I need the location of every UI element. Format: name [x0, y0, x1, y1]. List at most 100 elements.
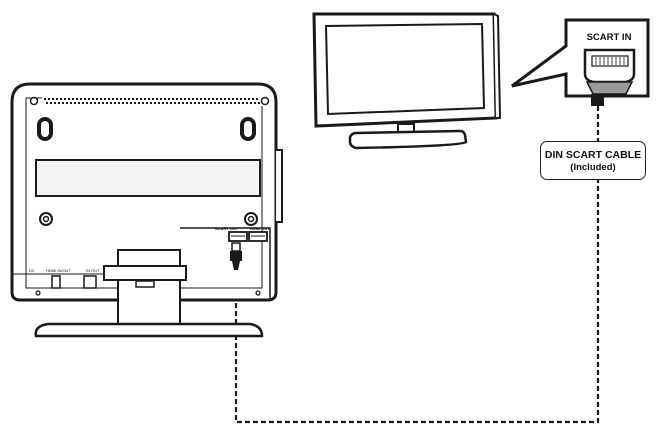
vent-hole	[250, 102, 252, 104]
vent-hole	[122, 102, 124, 104]
vent-hole	[120, 98, 122, 100]
vent-hole	[194, 102, 196, 104]
vent-hole	[48, 98, 50, 100]
vent-hole	[168, 98, 170, 100]
vent-hole	[146, 102, 148, 104]
vent-hole	[162, 102, 164, 104]
vent-hole	[228, 98, 230, 100]
screw-lower-right	[244, 212, 258, 226]
vent-hole	[110, 102, 112, 104]
top-screw-right	[260, 96, 270, 106]
vent-hole	[94, 102, 96, 104]
vent-hole	[244, 98, 246, 100]
vent-hole	[100, 98, 102, 100]
stand-collar	[103, 265, 187, 281]
vent-hole	[202, 102, 204, 104]
vent-hole	[206, 102, 208, 104]
vent-hole	[192, 98, 194, 100]
vent-hole	[82, 102, 84, 104]
vent-hole	[174, 102, 176, 104]
vent-hole	[190, 102, 192, 104]
vent-hole	[80, 98, 82, 100]
vent-hole	[126, 102, 128, 104]
screw-lower-left	[39, 212, 53, 226]
vent-hole	[144, 98, 146, 100]
vent-hole	[70, 102, 72, 104]
scart-pin-marks	[595, 57, 625, 65]
vent-hole	[200, 98, 202, 100]
scart-in-label: SCART IN	[586, 32, 632, 43]
scart-out-plug	[230, 242, 242, 270]
hdmi-port	[83, 275, 97, 289]
vent-hole	[216, 98, 218, 100]
device-side-edge	[276, 149, 283, 223]
vent-hole	[104, 98, 106, 100]
vent-hole	[204, 98, 206, 100]
scart-plug-body	[585, 81, 634, 95]
vent-hole	[92, 98, 94, 100]
vent-hole	[154, 102, 156, 104]
vent-holes	[44, 98, 260, 104]
vent-hole	[66, 102, 68, 104]
vent-hole	[68, 98, 70, 100]
vent-hole	[160, 98, 162, 100]
vent-hole	[232, 98, 234, 100]
hdmi-in-out-port-label: HDMI IN/OUT	[46, 268, 71, 273]
vent-hole	[84, 98, 86, 100]
vent-hole	[46, 102, 48, 104]
vent-hole	[172, 98, 174, 100]
vent-hole	[156, 98, 158, 100]
vent-hole	[72, 98, 74, 100]
vent-hole	[60, 98, 62, 100]
vent-hole	[230, 102, 232, 104]
hdmi-out-port-label: HDMI OUT	[250, 226, 270, 231]
vent-hole	[106, 102, 108, 104]
vent-hole	[158, 102, 160, 104]
vent-hole	[124, 98, 126, 100]
stand-tab	[135, 280, 155, 288]
dc-port-label: DC	[29, 268, 35, 273]
vent-hole	[54, 102, 56, 104]
tv-bezel-side	[493, 13, 502, 119]
top-screw-left	[29, 96, 39, 106]
vent-hole	[58, 102, 60, 104]
tv-screen	[324, 22, 486, 116]
vent-hole	[208, 98, 210, 100]
mount-hole-left	[37, 117, 53, 141]
vent-hole	[112, 98, 114, 100]
vent-hole	[240, 98, 242, 100]
vent-hole	[184, 98, 186, 100]
scart-plug-cable-end	[591, 94, 604, 106]
vent-hole	[186, 102, 188, 104]
vent-hole	[178, 102, 180, 104]
vent-hole	[226, 102, 228, 104]
television	[312, 12, 502, 150]
vent-hole	[150, 102, 152, 104]
vent-hole	[256, 98, 258, 100]
vent-hole	[214, 102, 216, 104]
vent-hole	[138, 102, 140, 104]
vent-hole	[188, 98, 190, 100]
scart-out-port-label: SCART OUT	[215, 226, 239, 231]
vent-hole	[50, 102, 52, 104]
vent-hole	[164, 98, 166, 100]
vent-hole	[242, 102, 244, 104]
dc-port	[51, 275, 61, 289]
vent-hole	[196, 98, 198, 100]
small-screw-left	[35, 290, 41, 296]
vent-hole	[234, 102, 236, 104]
vent-hole	[78, 102, 80, 104]
vent-hole	[198, 102, 200, 104]
vent-hole	[176, 98, 178, 100]
vent-hole	[220, 98, 222, 100]
vent-hole	[212, 98, 214, 100]
vent-hole	[166, 102, 168, 104]
mount-hole-right	[240, 117, 256, 141]
vent-hole	[222, 102, 224, 104]
vent-hole	[254, 102, 256, 104]
vent-hole	[130, 102, 132, 104]
vent-hole	[258, 102, 260, 104]
vent-hole	[56, 98, 58, 100]
din-scart-cable	[234, 106, 600, 424]
